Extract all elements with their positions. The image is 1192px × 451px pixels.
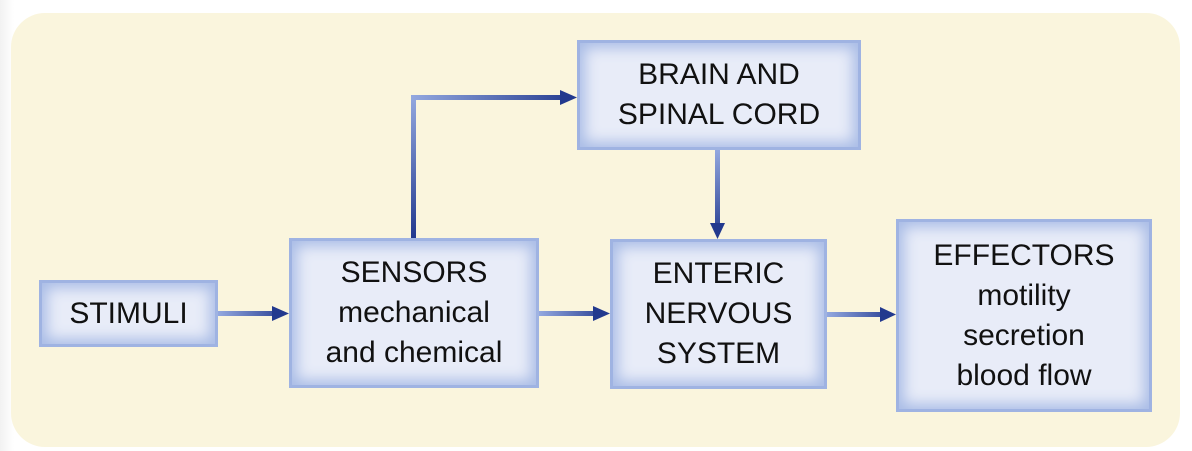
- arrow-sensors-to-brain: [411, 90, 577, 238]
- arrowhead: [880, 307, 896, 322]
- node-enteric-nervous-system: ENTERIC NERVOUS SYSTEM: [610, 239, 827, 389]
- arrow-shaft: [715, 150, 720, 225]
- arrow-shaft-vertical: [411, 95, 416, 238]
- arrowhead: [272, 306, 289, 321]
- node-title: ENTERIC: [652, 257, 785, 290]
- node-detail: secretion: [963, 318, 1085, 352]
- node-label: STIMULI: [69, 296, 188, 330]
- node-title: SPINAL CORD: [617, 98, 821, 131]
- arrow-shaft-horizontal: [411, 95, 563, 100]
- node-title: NERVOUS: [644, 297, 793, 330]
- node-detail: mechanical: [338, 296, 490, 329]
- arrow-stimuli-to-sensors: [218, 306, 289, 321]
- node-detail: blood flow: [956, 358, 1092, 392]
- node-detail: motility: [977, 278, 1071, 312]
- arrowhead: [710, 223, 725, 239]
- node-detail: and chemical: [325, 336, 503, 369]
- node-effectors: EFFECTORS motility secretion blood flow: [896, 219, 1152, 412]
- node-title: SYSTEM: [656, 337, 781, 370]
- arrow-shaft: [218, 311, 274, 316]
- node-title: BRAIN AND: [638, 58, 800, 91]
- edge-shadow: [0, 0, 14, 451]
- node-stimuli: STIMULI: [39, 280, 218, 347]
- arrow-shaft: [827, 312, 882, 317]
- node-brain-and-spinal-cord: BRAIN AND SPINAL CORD: [577, 40, 861, 150]
- arrow-sensors-to-enteric: [539, 306, 610, 321]
- node-sensors: SENSORS mechanical and chemical: [289, 238, 539, 388]
- node-title: SENSORS: [340, 256, 488, 289]
- node-title: EFFECTORS: [933, 238, 1115, 272]
- arrowhead: [593, 306, 610, 321]
- arrowhead: [560, 90, 577, 105]
- arrow-brain-to-enteric: [710, 150, 725, 239]
- arrow-shaft: [539, 311, 595, 316]
- arrow-enteric-to-effectors: [827, 307, 896, 322]
